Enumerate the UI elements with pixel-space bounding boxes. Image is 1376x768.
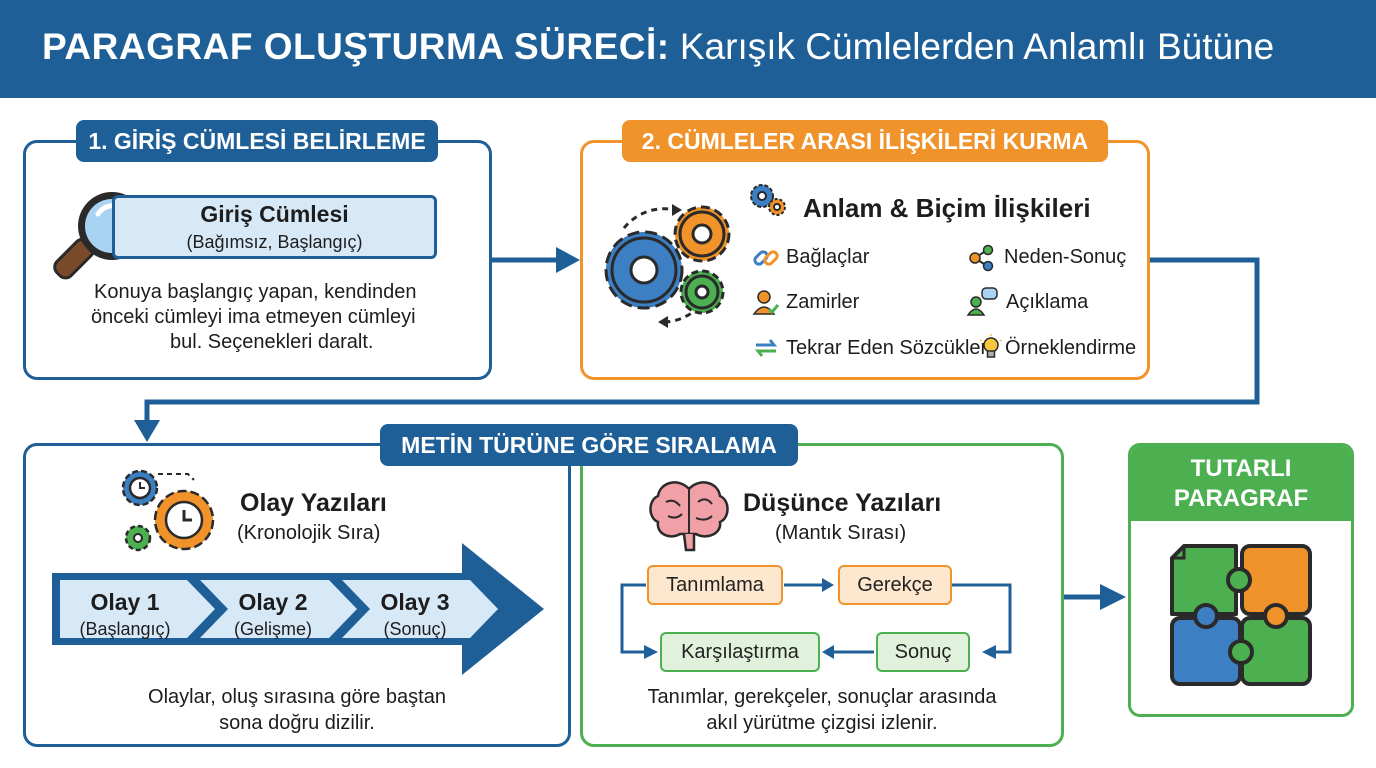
dusunce-desc-line2: akıl yürütme çizgisi izlenir.: [706, 712, 938, 734]
olay-subtitle: (Kronolojik Sıra): [237, 522, 381, 544]
olay-desc-line2: sona doğru dizilir.: [219, 712, 375, 734]
step1-desc-line2: önceki cümleyi ima etmeyen cümleyi: [91, 306, 416, 328]
gear-clock-icon: [121, 469, 215, 552]
flow-box-gerekce: Gerekçe: [838, 565, 952, 605]
page-title: PARAGRAF OLUŞTURMA SÜRECİ: Karışık Cümle…: [42, 26, 1275, 67]
step2-heading: Anlam & Biçim İlişkileri: [803, 193, 1091, 223]
item-tekrar-eden: Tekrar Eden Sözcükler: [786, 337, 988, 359]
network-icon: [969, 244, 994, 272]
item-neden-sonuc: Neden-Sonuç: [1004, 246, 1127, 268]
brain-icon: [649, 481, 729, 552]
step1-desc-line3: bul. Seçenekleri daralt.: [170, 331, 374, 353]
lightbulb-icon: [979, 334, 1003, 358]
speech-person-icon: [966, 287, 998, 316]
flow-box-karsilastirma: Karşılaştırma: [660, 632, 820, 672]
giris-box-title: Giriş Cümlesi: [200, 201, 349, 227]
link-icon: [753, 250, 779, 266]
puzzle-icon: [1170, 544, 1312, 686]
repeat-icon: [754, 339, 778, 357]
olay-step3-sub: (Sonuç): [383, 619, 447, 639]
step3-tag: METİN TÜRÜNE GÖRE SIRALAMA: [380, 424, 798, 466]
dusunce-desc-line1: Tanımlar, gerekçeler, sonuçlar arasında: [647, 686, 997, 708]
item-orneklendirme: Örneklendirme: [1005, 337, 1137, 359]
olay-step2-title: Olay 2: [238, 589, 308, 615]
olay-title: Olay Yazıları: [240, 489, 387, 517]
step1-tag: 1. GİRİŞ CÜMLESİ BELİRLEME: [76, 120, 438, 162]
olay-step1-sub: (Başlangıç): [79, 619, 171, 639]
item-zamirler: Zamirler: [786, 291, 860, 313]
giris-box-subtitle: (Bağımsız, Başlangıç): [186, 232, 363, 252]
timeline-arrow: [52, 543, 544, 675]
header-bar: PARAGRAF OLUŞTURMA SÜRECİ: Karışık Cümle…: [0, 0, 1376, 98]
olay-step3-title: Olay 3: [380, 589, 450, 615]
olay-step2-sub: (Gelişme): [233, 619, 312, 639]
dusunce-subtitle: (Mantık Sırası): [775, 522, 907, 544]
small-gears-icon: [750, 184, 786, 216]
olay-desc-line1: Olaylar, oluş sırasına göre baştan: [148, 686, 446, 708]
olay-step1-title: Olay 1: [90, 589, 160, 615]
step2-tag: 2. CÜMLELER ARASI İLİŞKİLERİ KURMA: [622, 120, 1108, 162]
giris-cumlesi-box: [112, 195, 437, 259]
final-title: TUTARLI PARAGRAF: [1131, 446, 1351, 521]
person-check-icon: [752, 290, 780, 315]
logic-flow-arrows: [620, 578, 1012, 659]
gears-cycle-icon: [604, 204, 731, 328]
dusunce-title: Düşünce Yazıları: [743, 489, 942, 517]
step1-desc-line1: Konuya başlangıç yapan, kendinden: [94, 281, 417, 303]
flow-box-tanimlama: Tanımlama: [647, 565, 783, 605]
item-baglaclar: Bağlaçlar: [786, 246, 870, 268]
item-aciklama: Açıklama: [1006, 291, 1089, 313]
flow-box-sonuc: Sonuç: [876, 632, 970, 672]
